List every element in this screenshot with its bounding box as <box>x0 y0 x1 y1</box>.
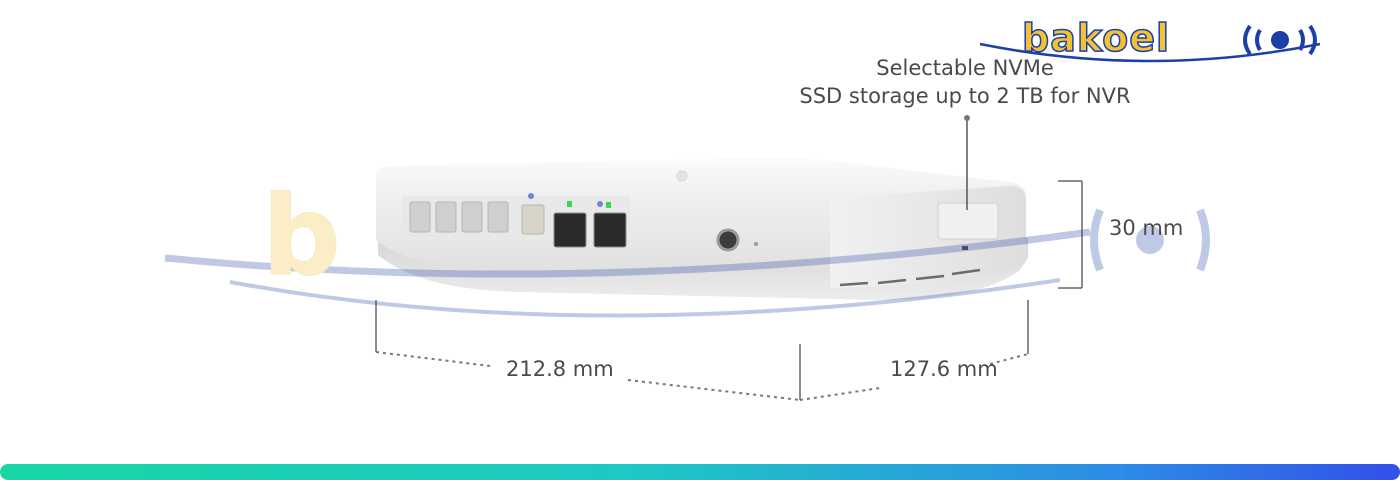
depth-dotted-a <box>375 351 491 367</box>
logo-swoosh <box>979 42 1321 63</box>
dimension-lines <box>375 180 1083 400</box>
dimension-dotted-lines <box>375 351 1029 401</box>
brand-logo-text: bakoel <box>1021 15 1170 61</box>
device-logo-icon <box>676 170 688 182</box>
sfp-port-2 <box>593 212 627 248</box>
watermark: b <box>164 172 1210 318</box>
bottom-gradient-bar <box>0 464 1400 480</box>
port-globe-icon <box>528 193 534 199</box>
port-globe-icon-2 <box>597 201 603 207</box>
rj45-port-2 <box>435 201 457 233</box>
callout-dot <box>964 115 970 121</box>
rj45-port-wan <box>521 204 545 235</box>
height-dimension-label: 30 mm <box>1109 216 1184 240</box>
rj45-port-1 <box>409 201 431 233</box>
width-dimension-label: 127.6 mm <box>890 357 998 381</box>
nvme-callout: Selectable NVMe SSD storage up to 2 TB f… <box>790 54 1140 110</box>
rj45-ports <box>409 201 545 235</box>
depth-dimension-label: 212.8 mm <box>506 357 614 381</box>
watermark-swoosh <box>164 228 1091 278</box>
width-dotted-a <box>799 387 881 401</box>
vents <box>839 268 981 287</box>
depth-dotted-b <box>627 379 801 401</box>
wifi-signal-icon <box>1243 24 1317 56</box>
power-jack <box>716 228 740 252</box>
callout-line-2: SSD storage up to 2 TB for NVR <box>799 84 1131 108</box>
watermark-large-text: b <box>262 172 341 300</box>
sfp-port-1 <box>553 212 587 248</box>
rj45-port-4 <box>487 201 509 233</box>
nvme-bay-door <box>937 202 999 240</box>
rj45-port-3 <box>461 201 483 233</box>
callout-line-1: Selectable NVMe <box>876 56 1054 80</box>
lock-slot <box>962 246 968 250</box>
brand-logo <box>979 24 1321 63</box>
sfp-ports <box>528 193 627 248</box>
sfp-led-2 <box>606 202 611 208</box>
sfp-led-1 <box>567 201 572 207</box>
status-led <box>754 242 758 246</box>
watermark-swoosh-2 <box>229 278 1061 318</box>
watermark-wifi-icon <box>1090 208 1210 272</box>
